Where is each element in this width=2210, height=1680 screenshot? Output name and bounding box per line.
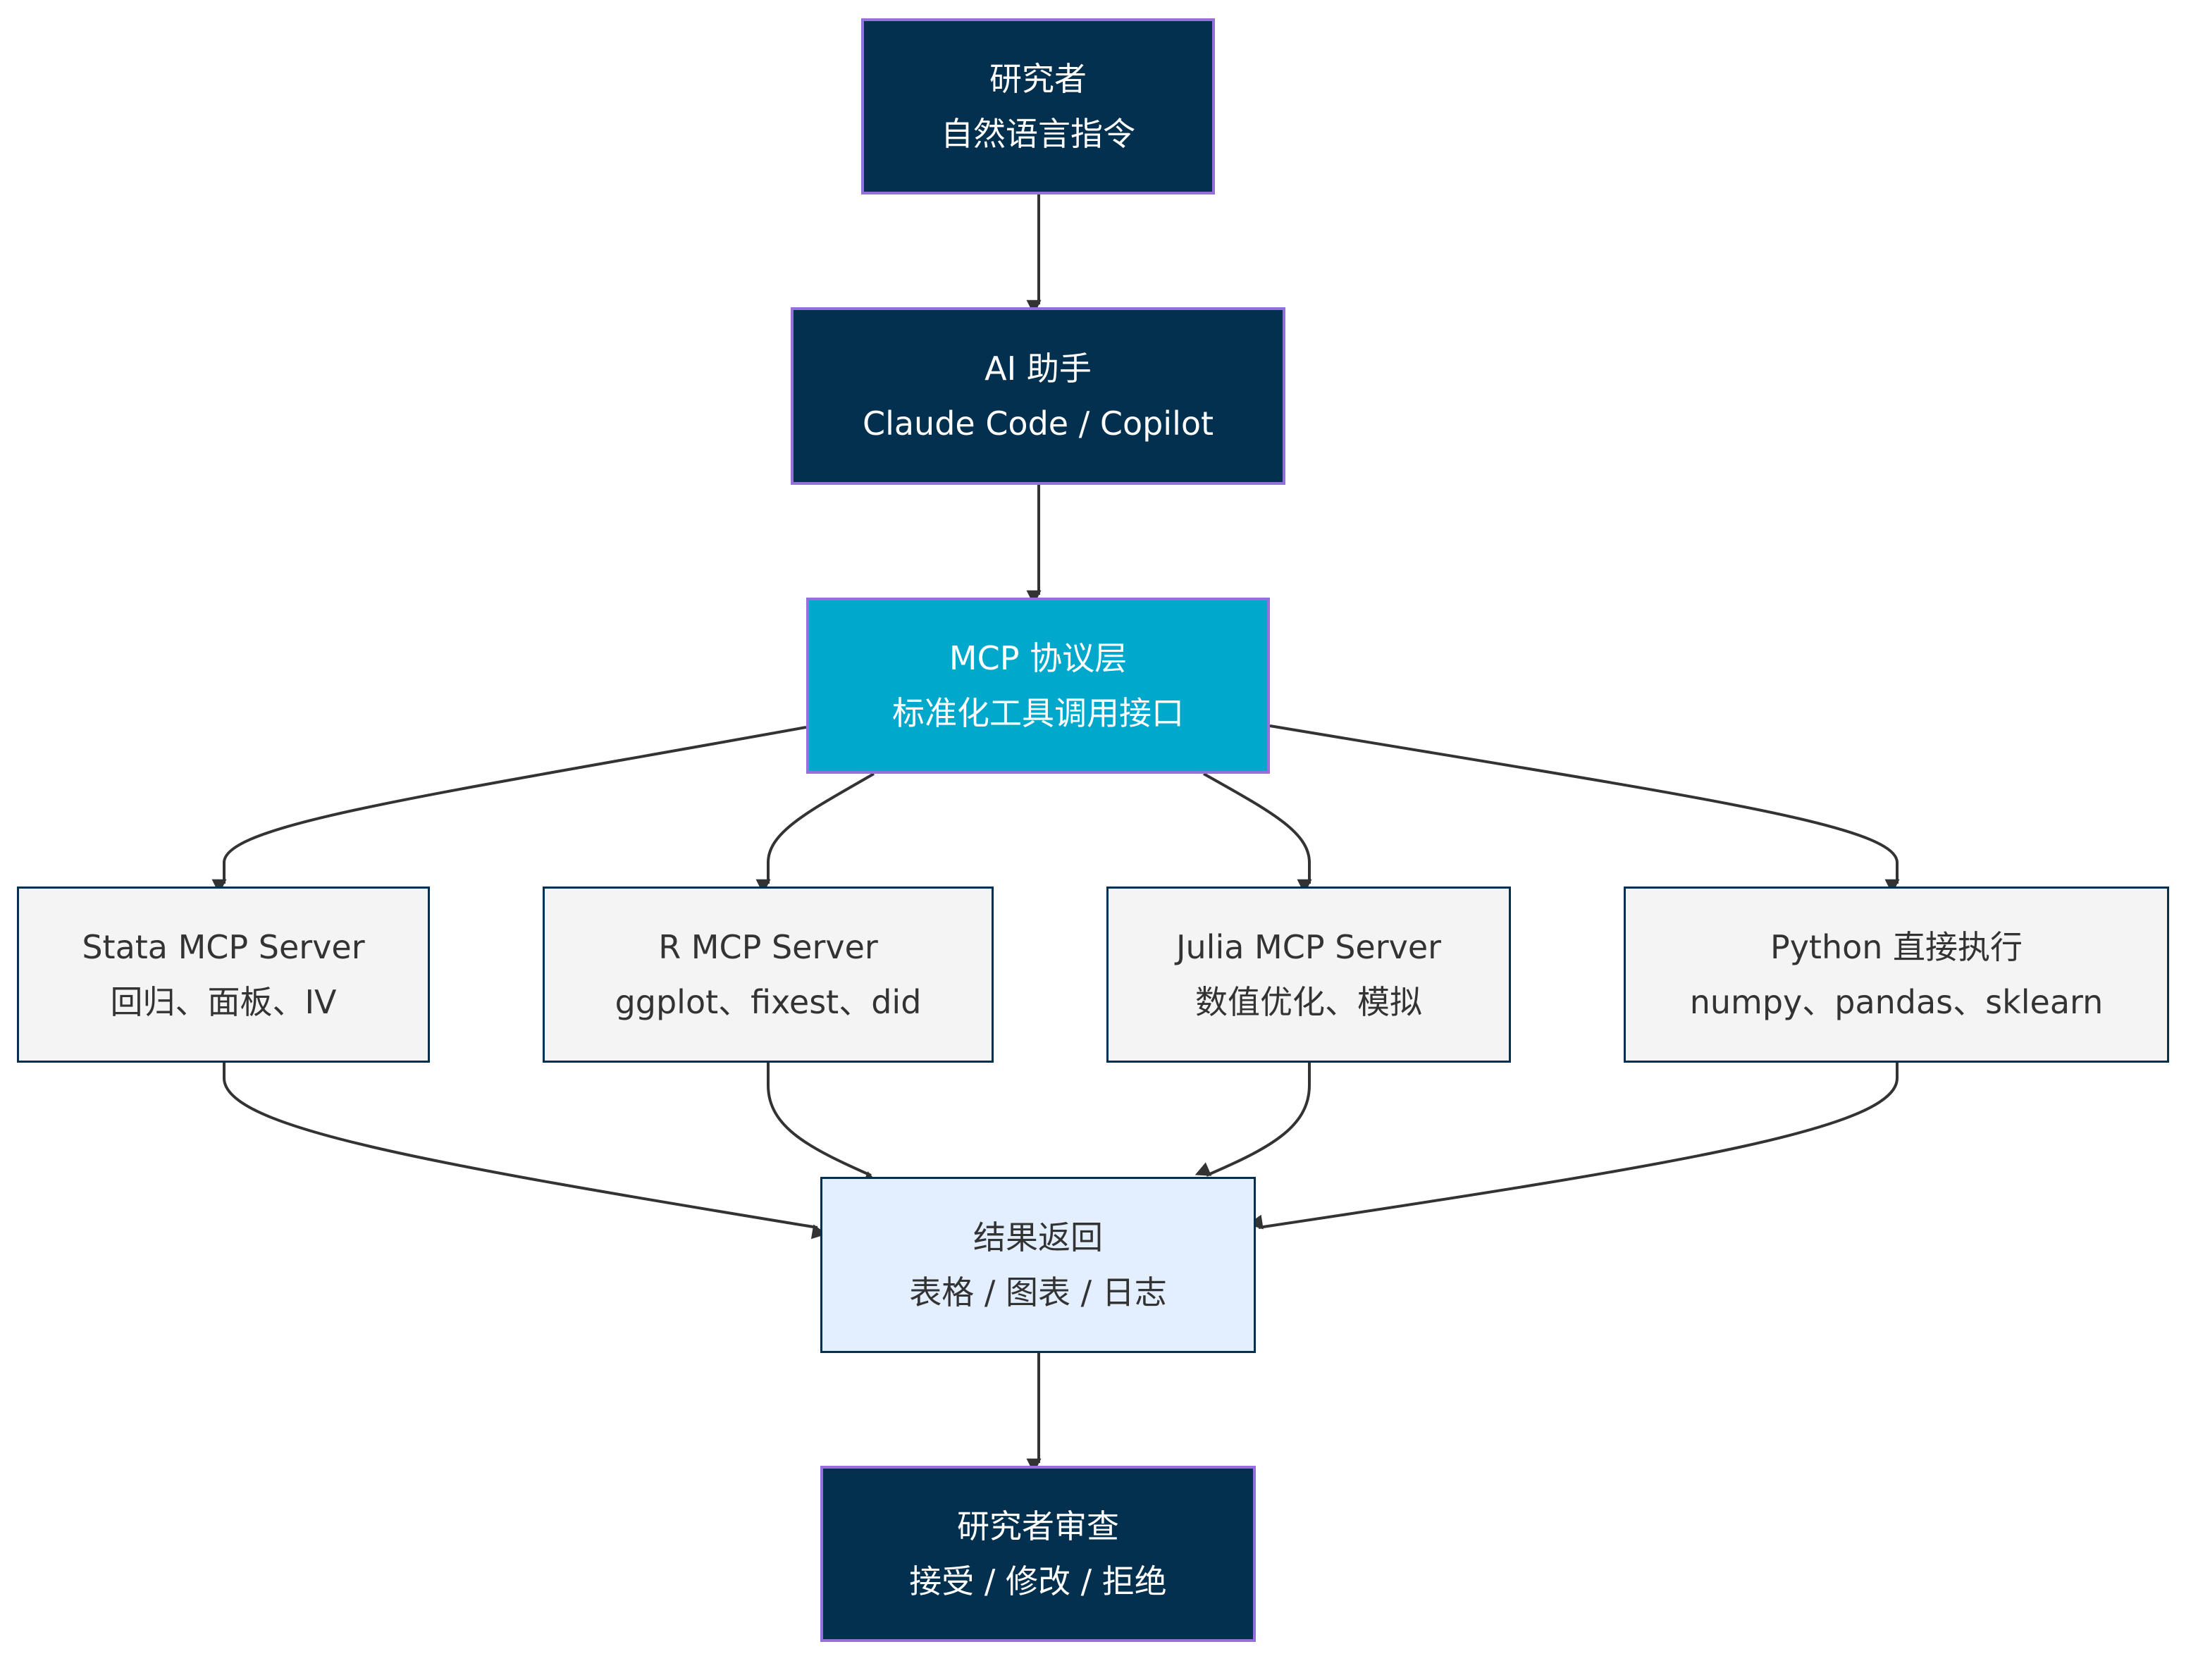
edge-r-result xyxy=(767,1063,879,1185)
node-review-subtitle: 接受 / 修改 / 拒绝 xyxy=(909,1562,1167,1600)
edge-mcp-python xyxy=(1269,724,1900,894)
node-r-subtitle: ggplot、fixest、did xyxy=(615,983,922,1021)
edge-mcp-stata xyxy=(211,726,807,894)
node-review-title: 研究者审查 xyxy=(957,1507,1119,1545)
node-result-title: 结果返回 xyxy=(973,1218,1103,1256)
node-r-server: R MCP Server ggplot、fixest、did xyxy=(543,887,994,1063)
node-result-subtitle: 表格 / 图表 / 日志 xyxy=(909,1273,1167,1311)
node-stata-title: Stata MCP Server xyxy=(82,928,365,966)
node-ai-subtitle: Claude Code / Copilot xyxy=(862,404,1214,443)
node-julia-title: Julia MCP Server xyxy=(1175,928,1442,966)
node-ai-assistant: AI 助手 Claude Code / Copilot xyxy=(791,307,1285,485)
node-python-exec: Python 直接执行 numpy、pandas、sklearn xyxy=(1624,887,2169,1063)
node-ai-title: AI 助手 xyxy=(984,350,1092,388)
edge-stata-result xyxy=(223,1063,827,1240)
node-mcp-layer: MCP 协议层 标准化工具调用接口 xyxy=(806,598,1270,774)
node-result-return: 结果返回 表格 / 图表 / 日志 xyxy=(820,1177,1256,1353)
edge-mcp-julia xyxy=(1203,772,1312,894)
node-researcher: 研究者 自然语言指令 xyxy=(861,18,1215,194)
node-python-title: Python 直接执行 xyxy=(1770,928,2023,966)
edge-julia-result xyxy=(1194,1063,1311,1177)
node-python-subtitle: numpy、pandas、sklearn xyxy=(1689,983,2104,1021)
node-julia-server: Julia MCP Server 数值优化、模拟 xyxy=(1106,887,1511,1063)
node-r-title: R MCP Server xyxy=(658,928,878,966)
node-researcher-review: 研究者审查 接受 / 修改 / 拒绝 xyxy=(820,1466,1256,1642)
node-mcp-title: MCP 协议层 xyxy=(949,639,1128,677)
node-stata-server: Stata MCP Server 回归、面板、IV xyxy=(17,887,430,1063)
node-julia-subtitle: 数值优化、模拟 xyxy=(1195,983,1422,1021)
node-mcp-subtitle: 标准化工具调用接口 xyxy=(892,694,1184,732)
node-researcher-subtitle: 自然语言指令 xyxy=(941,115,1135,153)
edge-python-result xyxy=(1247,1063,1899,1230)
node-researcher-title: 研究者 xyxy=(989,60,1087,98)
edge-mcp-r xyxy=(755,772,875,894)
node-stata-subtitle: 回归、面板、IV xyxy=(110,983,337,1021)
